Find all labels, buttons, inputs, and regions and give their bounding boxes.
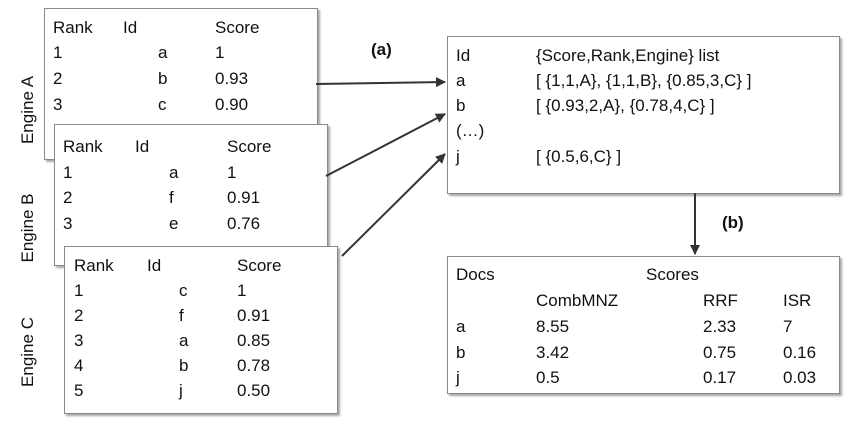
scores-r3-rrf: 0.17	[703, 368, 737, 387]
scores-r2-combmnz: 3.42	[536, 343, 570, 362]
engine-b-r3-id: e	[169, 214, 179, 233]
engine-b-r2-score: 0.91	[227, 188, 261, 207]
engine-a-r1-rank: 1	[53, 43, 63, 62]
engine-c-r1-rank: 1	[74, 281, 84, 300]
merged-r2-list: [ {0.93,2,A}, {0.78,4,C} ]	[536, 96, 715, 115]
merged-list-table: Id {Score,Rank,Engine} list a [ {1,1,A},…	[447, 36, 840, 194]
scores-r2-isr: 0.16	[783, 343, 817, 362]
engine-a-header-id: Id	[123, 18, 138, 37]
engine-c-r3-rank: 3	[74, 331, 84, 350]
arrow-engine-c-to-merged	[341, 153, 446, 257]
engine-c-table: Rank Id Score 1 c 1 2 f 0.91 3 a 0.85 4 …	[64, 246, 338, 414]
merged-header-list: {Score,Rank,Engine} list	[536, 46, 720, 65]
scores-r3-isr: 0.03	[783, 368, 817, 387]
scores-r1-combmnz: 8.55	[536, 317, 570, 336]
scores-r2-doc: b	[456, 343, 466, 362]
engine-a-header-rank: Rank	[53, 18, 93, 37]
engine-a-header-score: Score	[215, 18, 260, 37]
engine-a-r3-id: c	[158, 95, 167, 114]
engine-c-r5-id: j	[179, 381, 183, 400]
engine-b-r2-rank: 2	[63, 188, 73, 207]
engine-b-r2-id: f	[169, 188, 174, 207]
engine-c-r1-score: 1	[237, 281, 247, 300]
engine-a-r1-score: 1	[215, 43, 225, 62]
merged-r3-id: (…)	[456, 121, 485, 140]
engine-c-r2-rank: 2	[74, 306, 84, 325]
engine-c-header-rank: Rank	[74, 256, 114, 275]
scores-method-isr: ISR	[783, 291, 812, 310]
engine-b-table: Rank Id Score 1 a 1 2 f 0.91 3 e 0.76	[54, 124, 328, 266]
scores-method-rrf: RRF	[703, 291, 738, 310]
merged-r4-list: [ {0.5,6,C} ]	[536, 147, 622, 166]
engine-c-r3-id: a	[179, 331, 189, 350]
engine-c-r3-score: 0.85	[237, 331, 271, 350]
engine-b-header-rank: Rank	[63, 137, 103, 156]
scores-r1-isr: 7	[783, 317, 793, 336]
engine-a-r1-id: a	[158, 43, 168, 62]
engine-c-r4-score: 0.78	[237, 356, 271, 375]
step-b-label: (b)	[722, 213, 744, 232]
engine-a-r3-rank: 3	[53, 95, 63, 114]
engine-b-r1-score: 1	[227, 163, 237, 182]
engine-c-r1-id: c	[179, 281, 188, 300]
engine-c-header-score: Score	[237, 256, 282, 275]
engine-c-r5-score: 0.50	[237, 381, 271, 400]
arrow-engine-b-to-merged	[325, 113, 446, 177]
merged-r4-id: j	[456, 147, 460, 166]
scores-r1-doc: a	[456, 317, 466, 336]
scores-r3-combmnz: 0.5	[536, 368, 560, 387]
scores-method-combmnz: CombMNZ	[536, 291, 619, 310]
scores-header: Scores	[646, 265, 699, 284]
engine-c-r5-rank: 5	[74, 381, 84, 400]
step-a-label: (a)	[371, 40, 392, 59]
engine-a-r2-id: b	[158, 69, 168, 88]
engine-b-r3-rank: 3	[63, 214, 73, 233]
engine-b-r1-id: a	[169, 163, 179, 182]
merged-r2-id: b	[456, 96, 466, 115]
merged-header-id: Id	[456, 46, 471, 65]
arrow-engine-a-to-merged	[315, 77, 446, 88]
scores-r2-rrf: 0.75	[703, 343, 737, 362]
scores-r1-rrf: 2.33	[703, 317, 737, 336]
engine-b-header-id: Id	[135, 137, 150, 156]
engine-b-r3-score: 0.76	[227, 214, 261, 233]
merged-r1-list: [ {1,1,A}, {1,1,B}, {0.85,3,C} ]	[536, 71, 752, 90]
scores-table: Docs Scores CombMNZ RRF ISR a 8.55 2.33 …	[447, 256, 840, 394]
merged-r1-id: a	[456, 71, 466, 90]
engine-a-r2-score: 0.93	[215, 69, 249, 88]
engine-c-r4-id: b	[179, 356, 189, 375]
scores-docs-header: Docs	[456, 265, 495, 284]
engine-b-r1-rank: 1	[63, 163, 73, 182]
engine-c-r2-score: 0.91	[237, 306, 271, 325]
scores-r3-doc: j	[456, 368, 460, 387]
engine-c-r4-rank: 4	[74, 356, 84, 375]
engine-a-r2-rank: 2	[53, 69, 63, 88]
engine-a-r3-score: 0.90	[215, 95, 249, 114]
engine-b-header-score: Score	[227, 137, 272, 156]
engine-c-r2-id: f	[179, 306, 184, 325]
engine-c-header-id: Id	[147, 256, 162, 275]
